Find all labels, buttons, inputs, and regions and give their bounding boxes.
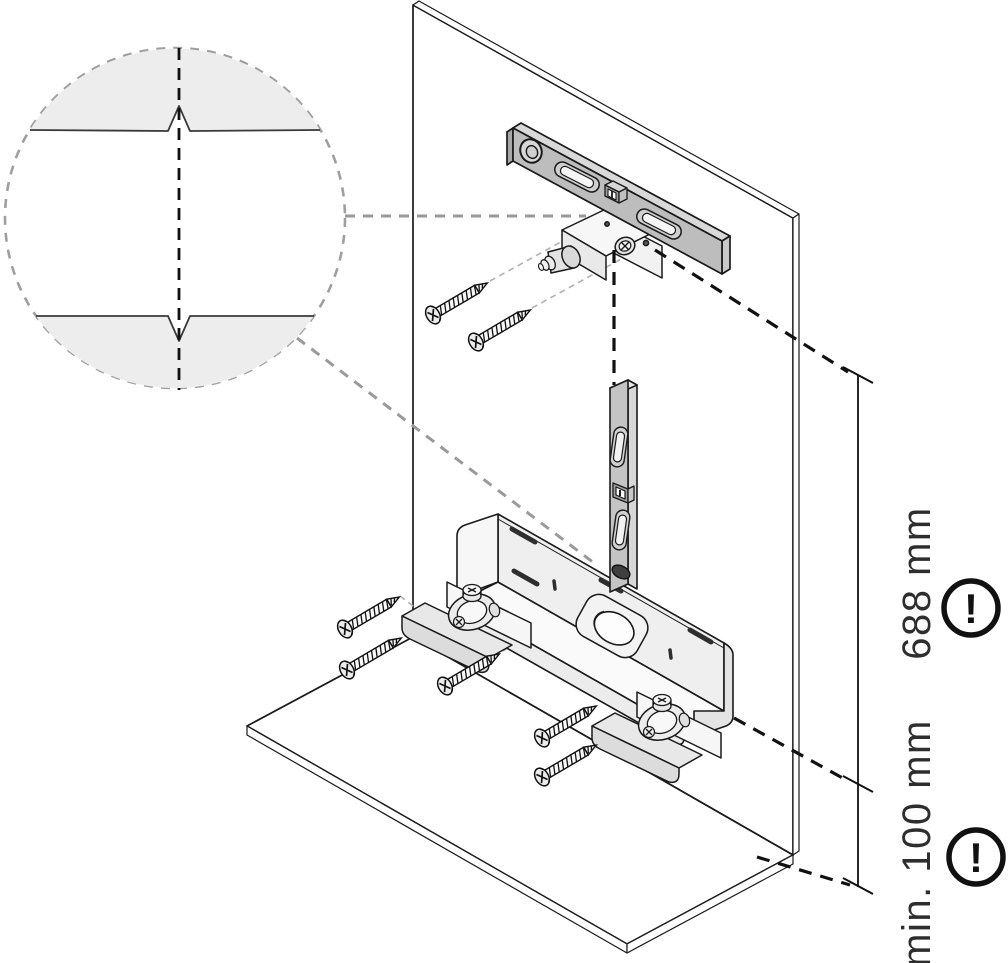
callout-leader-lower	[296, 336, 599, 568]
top-bracket-arm-front	[561, 229, 607, 281]
top-bracket-arm-hole	[604, 221, 610, 227]
top-bracket-hole	[642, 239, 650, 247]
horizontal-spirit-level	[506, 122, 731, 275]
callout-upper-shade	[30, 48, 320, 131]
warning-icon: !	[946, 827, 1006, 887]
level-h-vial-right	[636, 208, 682, 240]
left-corner-bracket	[401, 581, 532, 674]
level-h-round-vial	[519, 138, 543, 164]
rail-left-wall	[456, 513, 499, 598]
level-h-left-end	[506, 127, 514, 166]
level-v-vial-square	[612, 482, 635, 504]
projection-upper	[654, 248, 849, 374]
vertical-spirit-level	[609, 379, 638, 593]
dim-tick-top	[842, 366, 874, 384]
callout-lower-shade	[36, 316, 314, 389]
warning-exclamation: !	[964, 585, 978, 632]
top-bracket-cam-screw	[614, 236, 636, 256]
left-bracket-stud	[462, 583, 482, 603]
alignment-lines	[612, 248, 851, 887]
screw	[333, 587, 405, 642]
right-bracket-lip	[591, 725, 680, 784]
left-bracket-cam-screw	[452, 615, 466, 629]
dimension-label-min100: min. 100 mm	[895, 719, 939, 963]
right-bracket-stud	[652, 693, 672, 713]
top-bracket-assembly	[537, 208, 663, 281]
rail-right-wall	[693, 642, 734, 738]
dimension-line	[842, 366, 874, 895]
level-v-side	[627, 379, 638, 590]
warning-icon: !	[941, 578, 1001, 638]
level-h-end	[721, 235, 731, 275]
floor-panel	[246, 636, 794, 954]
level-h-square-vial	[604, 180, 628, 204]
level-v-vial-top	[609, 426, 629, 468]
level-v-vial-bottom	[611, 509, 631, 551]
dim-tick-bottom	[842, 877, 874, 895]
right-corner-bracket	[591, 691, 722, 784]
bottom-rail	[456, 513, 734, 746]
warning-exclamation: !	[969, 834, 983, 881]
dim-tick-middle	[842, 775, 874, 793]
detail-callout	[3, 46, 599, 568]
level-v-hang-hole	[611, 564, 631, 580]
rail-oval-cutout	[575, 593, 649, 659]
dimension-label-688: 688 mm	[895, 506, 939, 660]
level-h-vial-left	[554, 161, 600, 193]
top-bracket-adjuster	[537, 245, 581, 274]
projection-floor	[756, 855, 851, 887]
right-bracket-cam-screw	[642, 725, 656, 739]
